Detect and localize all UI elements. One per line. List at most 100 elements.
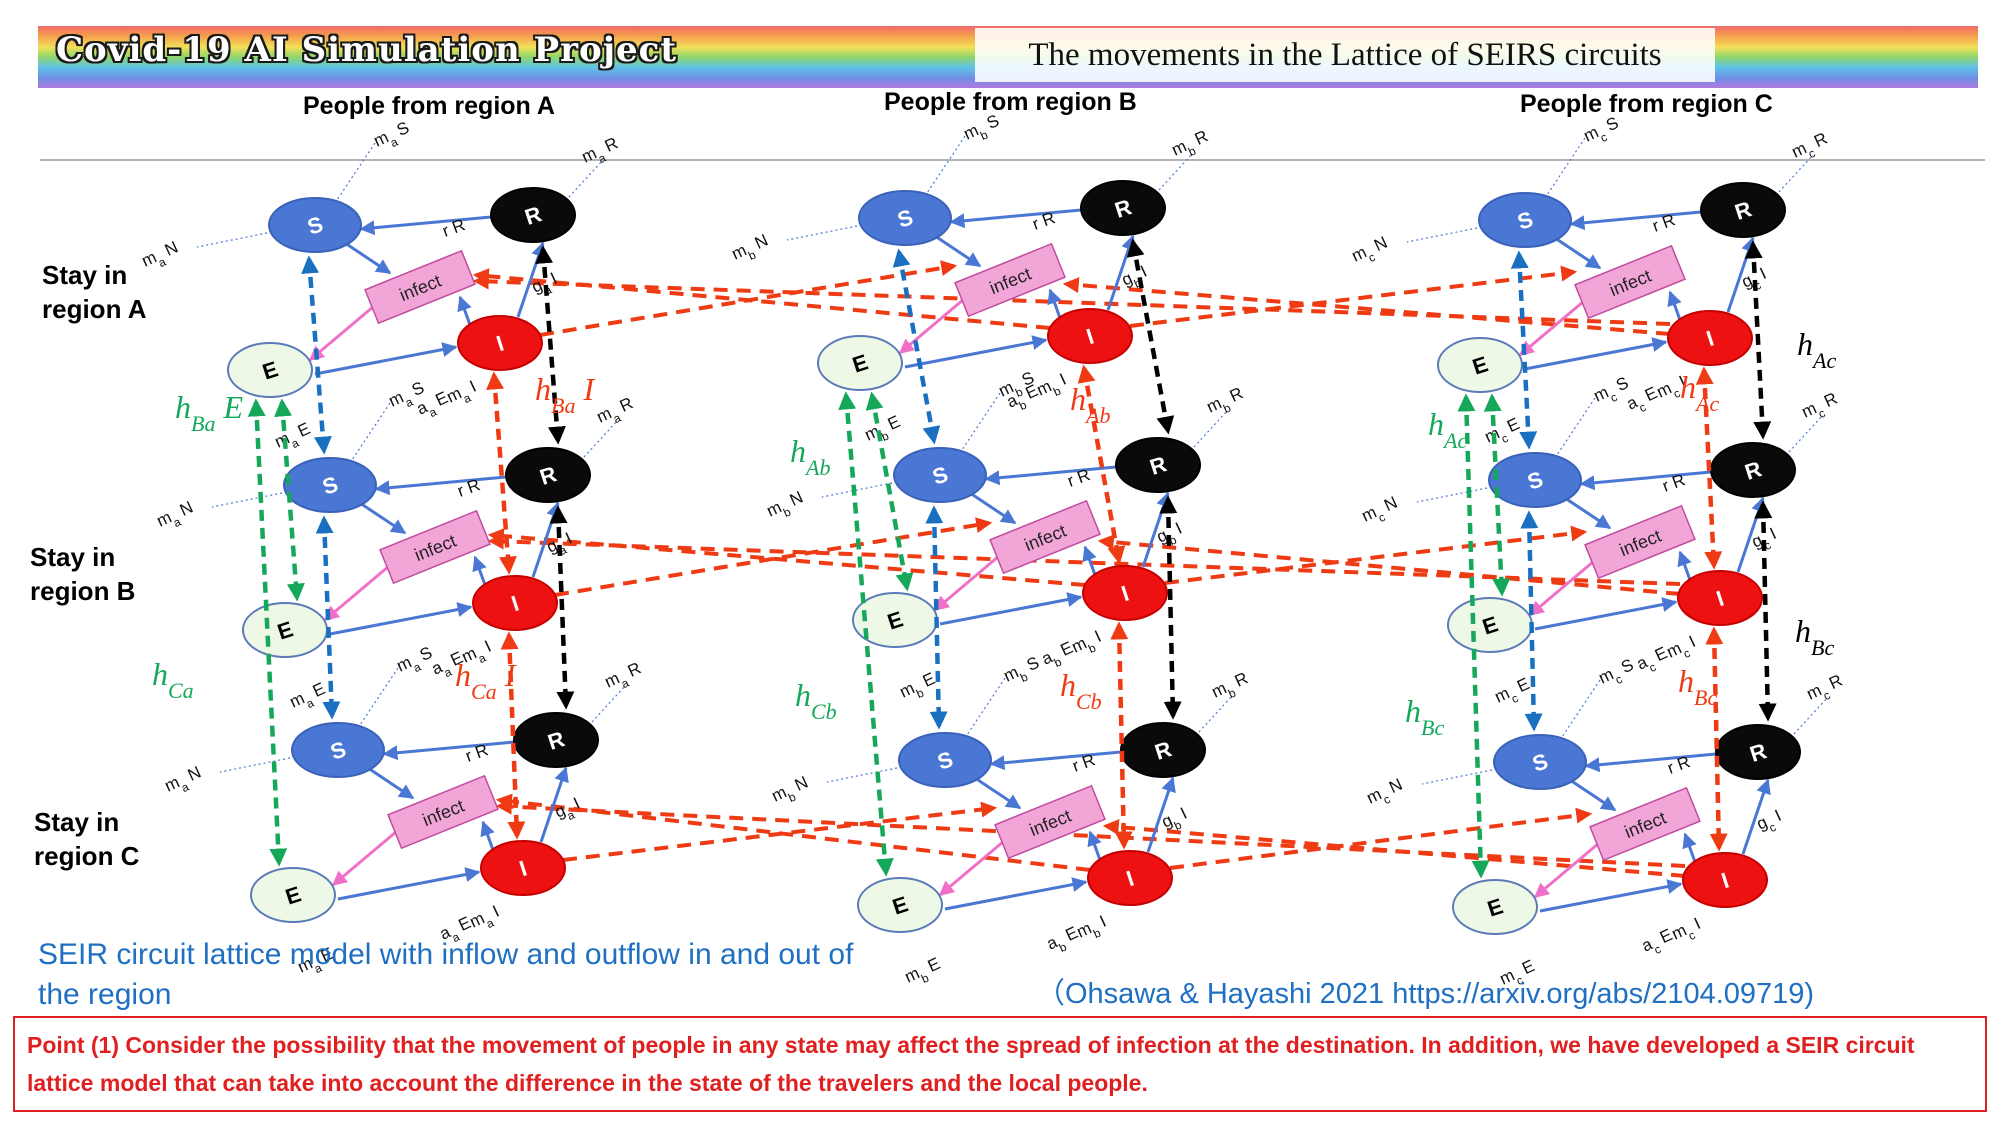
s-to-infect-arrow <box>367 766 415 800</box>
node-e: E <box>250 867 336 923</box>
outflow-r-line <box>568 159 604 198</box>
r-outflow-label: mb R <box>1209 668 1254 707</box>
node-r: R <box>513 712 599 768</box>
s-to-infect-arrow <box>1554 236 1602 270</box>
e-to-i-arrow <box>1539 879 1683 913</box>
outflow-s-line <box>959 392 1001 454</box>
column-header-c: People from region C <box>1520 90 1773 118</box>
row-header-c-line2: region C <box>34 841 140 871</box>
node-i: I <box>1677 570 1763 626</box>
infect-box: infect <box>379 509 491 585</box>
cross-infect-c-to-b-row2 <box>1097 534 1681 596</box>
r-outflow-label: mc R <box>1804 671 1848 709</box>
inflow-n-line <box>826 767 898 783</box>
e-to-i-arrow <box>1534 597 1678 631</box>
h-green-c-2: hBc <box>1405 693 1444 740</box>
r-to-s-arrow <box>949 208 1082 229</box>
mobility-r-c-1 <box>1744 240 1772 440</box>
cross-infect-c-to-b-row1 <box>1062 277 1671 336</box>
node-r-label: R <box>1732 196 1755 225</box>
mobility-i-c-2 <box>1705 626 1728 852</box>
i-flow-label: mc I <box>1664 632 1701 667</box>
slide-subtitle: The movements in the Lattice of SEIRS ci… <box>975 28 1715 82</box>
node-e: E <box>227 342 313 398</box>
node-s: S <box>893 447 987 503</box>
r-to-s-arrow <box>1569 210 1702 231</box>
inflow-n-line <box>821 482 893 498</box>
e-outflow-label: ma E <box>272 419 316 457</box>
node-r-label: R <box>1742 456 1765 485</box>
mobility-r-b-2 <box>1159 495 1182 720</box>
node-i: I <box>1682 852 1768 908</box>
n-inflow-label: ma N <box>154 497 199 536</box>
n-inflow-label: mb N <box>729 230 774 269</box>
node-i: I <box>1087 850 1173 906</box>
s-outflow-label: mb S <box>961 111 1005 149</box>
i-to-r-arrow <box>1146 776 1176 853</box>
h-red-c-2: hBc <box>1678 663 1717 710</box>
node-r-label: R <box>522 201 545 230</box>
cross-infect-a-to-b-row1 <box>539 260 958 337</box>
e-to-i-arrow <box>337 867 481 901</box>
mobility-e-b-2 <box>838 391 894 877</box>
n-inflow-label: mc N <box>1349 233 1393 271</box>
outflow-r-line <box>1778 154 1814 193</box>
project-title: Covid-19 AI Simulation Project <box>56 30 678 70</box>
outflow-s-line <box>349 402 391 464</box>
r-outflow-label: ma R <box>602 658 647 697</box>
node-r: R <box>1115 437 1201 493</box>
node-r: R <box>1710 442 1796 498</box>
s-to-infect-arrow <box>969 491 1017 525</box>
mobility-e-c-1 <box>1483 393 1511 597</box>
node-i: I <box>1047 308 1133 364</box>
i-flow-label: ma I <box>444 377 482 412</box>
node-r: R <box>1080 180 1166 236</box>
e-to-i-arrow <box>329 602 473 636</box>
cross-infect-c-to-a-row1 <box>472 273 1671 326</box>
infect-box: infect <box>994 784 1106 860</box>
outflow-r-line <box>1193 409 1229 448</box>
outflow-s-line <box>964 677 1006 739</box>
mobility-s-b-2 <box>925 505 948 730</box>
infect-to-e-arrow <box>1518 294 1591 357</box>
mobility-s-b-1 <box>892 248 941 445</box>
e-to-i-arrow <box>904 335 1048 369</box>
inflow-n-line <box>219 757 291 773</box>
node-r-label: R <box>1112 194 1135 223</box>
node-s: S <box>898 732 992 788</box>
infect-to-e-arrow <box>938 834 1011 897</box>
e-to-i-arrow <box>1524 337 1668 371</box>
r-outflow-label: mc R <box>1799 389 1843 427</box>
e-outflow-label: mb E <box>897 669 941 707</box>
s-to-infect-arrow <box>359 501 407 535</box>
infect-box: infect <box>1574 244 1686 320</box>
h-green-b-1: hAb <box>790 433 830 480</box>
infect-to-e-arrow <box>1533 836 1606 899</box>
s-outflow-label: ma S <box>371 118 415 156</box>
i-flow-label: ma I <box>459 637 497 672</box>
node-s: S <box>283 457 377 513</box>
mobility-i-a-2 <box>500 631 526 840</box>
inflow-n-line <box>786 225 858 241</box>
outflow-s-line <box>1554 397 1596 459</box>
i-to-infect-arrow <box>1677 550 1692 581</box>
mobility-e-a-1 <box>274 398 305 602</box>
i-to-infect-arrow <box>1047 288 1062 319</box>
infect-to-e-arrow <box>323 559 396 622</box>
i-to-r-arrow <box>539 766 569 843</box>
column-header-a: People from region A <box>303 92 555 120</box>
h-black-c-2: hBc <box>1795 613 1834 660</box>
inflow-n-line <box>196 232 268 248</box>
cross-infect-b-to-a-row1 <box>472 268 1051 330</box>
inflow-n-line <box>1406 227 1478 243</box>
e-to-i-arrow <box>314 342 458 376</box>
e-outflow-label: mb E <box>862 412 906 450</box>
e-outflow-label: mc E <box>1497 956 1540 994</box>
n-inflow-label: mc N <box>1359 493 1403 531</box>
node-r: R <box>505 447 591 503</box>
node-e: E <box>1447 597 1533 653</box>
